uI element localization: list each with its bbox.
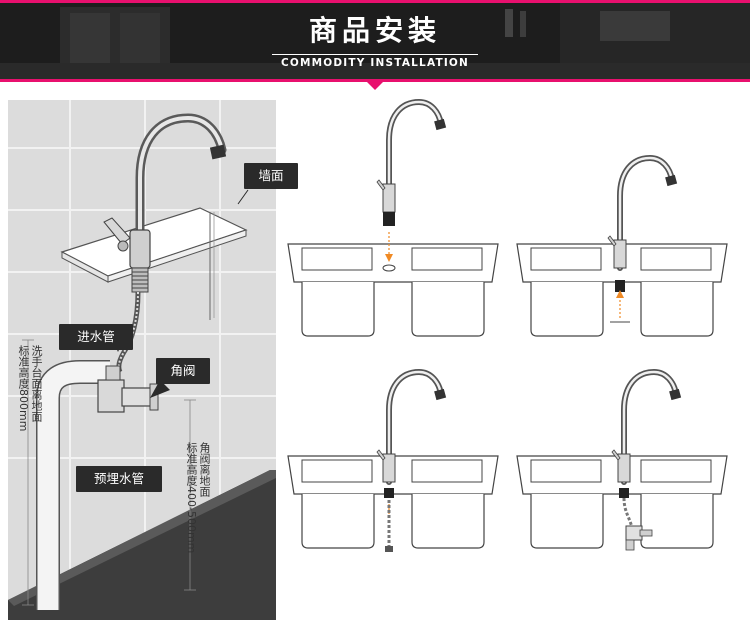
angle-valve-callout: 角阀: [156, 358, 210, 384]
basin-height-label-1: 洗手台面离地面: [30, 345, 43, 422]
inlet-pipe-callout: 进水管: [59, 324, 133, 350]
basin-height-label-2: 标准高度800mm: [17, 345, 30, 432]
step-3-diagram: [287, 372, 499, 552]
wall-callout: 墙面: [244, 163, 298, 189]
header-banner: 商品安装 COMMODITY INSTALLATION: [0, 0, 750, 82]
banner-pointer: [367, 82, 383, 90]
valve-height-label-2: 标准高度400-500mm: [185, 442, 198, 554]
title-divider: [272, 54, 478, 55]
page-subtitle: COMMODITY INSTALLATION: [280, 57, 470, 69]
wall-installation-illustration: [8, 100, 276, 620]
page-title: 商品安装: [308, 14, 441, 47]
step-2-diagram: [516, 158, 728, 337]
embedded-pipe-callout: 预埋水管: [76, 466, 162, 492]
step-1-diagram: [287, 102, 499, 337]
valve-height-label-1: 角阀离地面: [198, 442, 211, 497]
step-4-diagram: [516, 372, 728, 551]
kitchen-background-image: [0, 3, 750, 79]
